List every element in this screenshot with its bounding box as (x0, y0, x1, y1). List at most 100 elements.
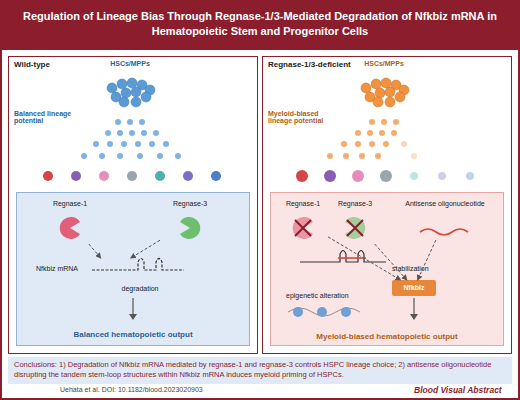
dot (391, 130, 397, 136)
dot (359, 153, 365, 159)
stem-cell-cluster (361, 78, 409, 107)
node-text: Wild-type (14, 60, 50, 69)
enzyme-icon: Regnase-1 (40, 200, 100, 244)
dot (129, 130, 135, 136)
cell-icon (183, 171, 193, 181)
cell-icon (127, 171, 137, 181)
dot (401, 141, 407, 147)
dot (149, 141, 155, 147)
stem-cell (371, 79, 381, 89)
nucleosome (293, 307, 303, 317)
mature-cells (296, 170, 474, 182)
node-text: Regnase-1/3-deficient (268, 60, 351, 69)
protein-box: Nfkbiz (392, 280, 436, 296)
dot (375, 153, 381, 159)
text-label: Myeloid-biased lineage potential (268, 110, 338, 124)
stem-cell (361, 83, 371, 93)
dot (163, 141, 169, 147)
mrna-strand (92, 259, 184, 271)
nucleosome (317, 307, 327, 317)
dot (175, 153, 181, 159)
stem-cell (375, 88, 385, 98)
aso-strand (420, 229, 468, 235)
dot (81, 153, 87, 159)
node-text: Myeloid-biased hematopoietic output (271, 332, 503, 341)
dot (367, 130, 373, 136)
stem-cell (117, 79, 127, 89)
stem-cell (131, 97, 141, 107)
stem-cell (385, 87, 395, 97)
progenitor-dots (81, 119, 181, 159)
connector-arrow (89, 244, 101, 258)
node-text: HSCs/MPPs (92, 60, 168, 67)
conclusion-box: Conclusions: 1) Degradation of Nfkbiz mR… (8, 357, 512, 384)
cell-icon (99, 171, 109, 181)
dot (141, 130, 147, 136)
cell-icon (155, 171, 165, 181)
dot (137, 153, 143, 159)
dot (117, 153, 123, 159)
regnase-3-icon (180, 217, 200, 239)
node-text: Regnase-3 (330, 200, 380, 207)
text-label: stabilization (392, 265, 452, 272)
node-text: Regnase-1 (278, 200, 328, 207)
node-text: Nfkbiz mRNA (36, 265, 78, 272)
dot (93, 141, 99, 147)
stem-cell (141, 92, 151, 102)
enzyme-icon: Regnase-3 (330, 200, 380, 244)
dot (411, 153, 417, 159)
stem-cell (373, 97, 383, 107)
dot (139, 119, 145, 125)
text-label: Blood Visual Abstract (414, 385, 514, 395)
cell-icon (410, 172, 418, 180)
inner-box-fill (16, 192, 250, 346)
node-text: Conclusions: 1) Degradation of Nfkbiz mR… (8, 357, 512, 383)
node-text: HSCs/MPPs (346, 60, 422, 67)
cross-mark (295, 220, 311, 236)
dot (157, 153, 163, 159)
dot (381, 119, 387, 125)
cell-cluster: HSCs/MPPs (92, 60, 168, 112)
stem-cell (381, 78, 391, 88)
dot (355, 141, 361, 147)
cell-icon (438, 172, 446, 180)
dot (393, 119, 399, 125)
mechanism-box: Myeloid-biased hematopoietic output Regna… (270, 192, 504, 346)
cell-icon (324, 170, 336, 182)
dot (369, 119, 375, 125)
cell-icon (380, 170, 392, 182)
text-label: Uehata et al. DOI: 10.1182/blood.2023020… (60, 386, 320, 393)
title: Regulation of Lineage Bias Through Regna… (12, 9, 508, 39)
regnase-3-icon (345, 217, 365, 239)
dot (379, 130, 385, 136)
cell-icon (43, 171, 53, 181)
stem-cell (121, 88, 131, 98)
dot (343, 153, 349, 159)
stem-cell (131, 87, 141, 97)
stem-cell (127, 78, 137, 88)
cross-mark (347, 220, 363, 236)
connector-arrow (375, 244, 407, 280)
cell-icon (296, 170, 308, 182)
stem-cell (395, 92, 405, 102)
regnase-1-icon (60, 217, 80, 239)
enzyme-icon: Regnase-3 (160, 200, 220, 244)
cell-icon (71, 171, 81, 181)
stem-cell (119, 97, 129, 107)
regnase-1-icon (293, 217, 313, 239)
nucleosome (341, 307, 351, 317)
text-label: Balanced lineage potential (14, 110, 76, 124)
node-text: Regnase-3 (160, 200, 220, 207)
node-text: Regnase-1 (40, 200, 100, 207)
mrna-element: Nfkbiz mRNA (36, 258, 186, 282)
dot (383, 141, 389, 147)
node-text: Nfkbiz (392, 280, 436, 296)
cell-icon (466, 172, 474, 180)
title-band (0, 0, 520, 50)
dot (341, 141, 347, 147)
text-label: epigenetic alteration (286, 292, 376, 299)
node-text: Balanced hematopoietic output (17, 330, 249, 339)
mrna-strand (300, 251, 386, 263)
dot (127, 119, 133, 125)
